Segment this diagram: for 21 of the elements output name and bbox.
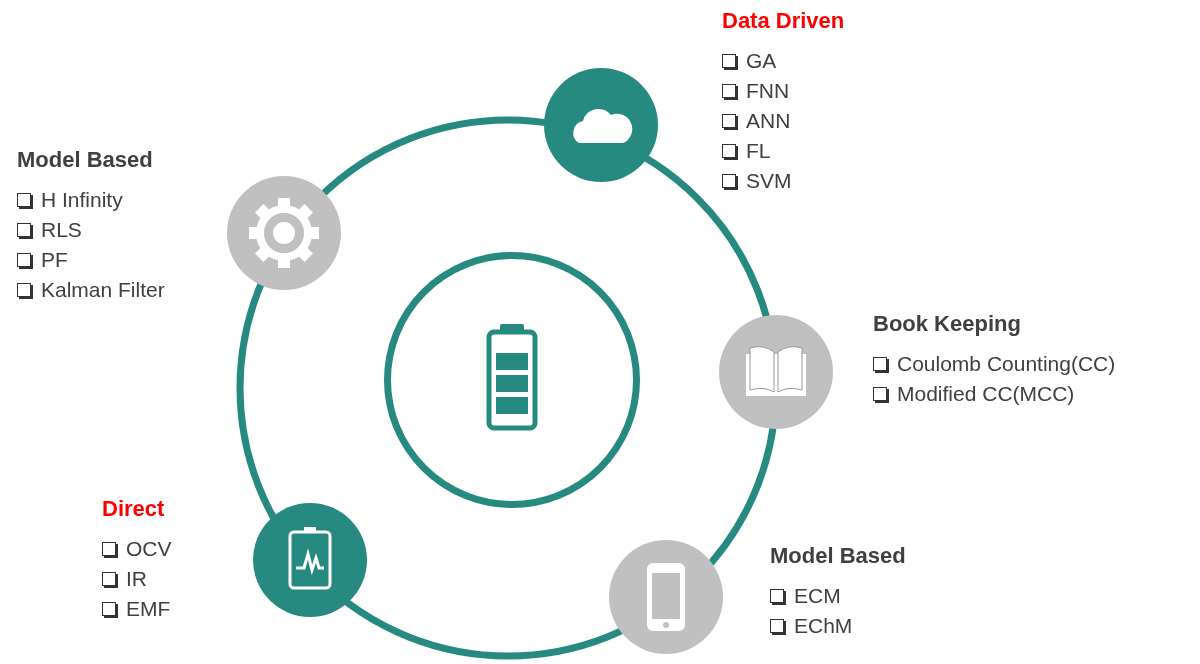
list-item: RLS (41, 218, 82, 242)
list-item: FL (746, 139, 771, 163)
list-item: PF (41, 248, 68, 272)
list-item: ECM (794, 584, 841, 608)
list-item: Kalman Filter (41, 278, 165, 302)
category-heading: Direct (102, 496, 165, 522)
list-item: IR (126, 567, 147, 591)
list-item: ANN (746, 109, 791, 133)
list-item: SVM (746, 169, 792, 193)
list-item: FNN (746, 79, 790, 103)
list-item: GA (746, 49, 777, 73)
list-item: OCV (126, 537, 172, 561)
category-heading: Book Keeping (873, 311, 1021, 337)
category-heading: Data Driven (722, 8, 845, 34)
list-item: H Infinity (41, 188, 123, 212)
list-item: EChM (794, 614, 853, 638)
category-heading: Model Based (17, 147, 153, 173)
list-item: EMF (126, 597, 171, 621)
list-item: Coulomb Counting(CC) (897, 352, 1116, 376)
category-heading: Model Based (770, 543, 906, 569)
list-item: Modified CC(MCC) (897, 382, 1075, 406)
